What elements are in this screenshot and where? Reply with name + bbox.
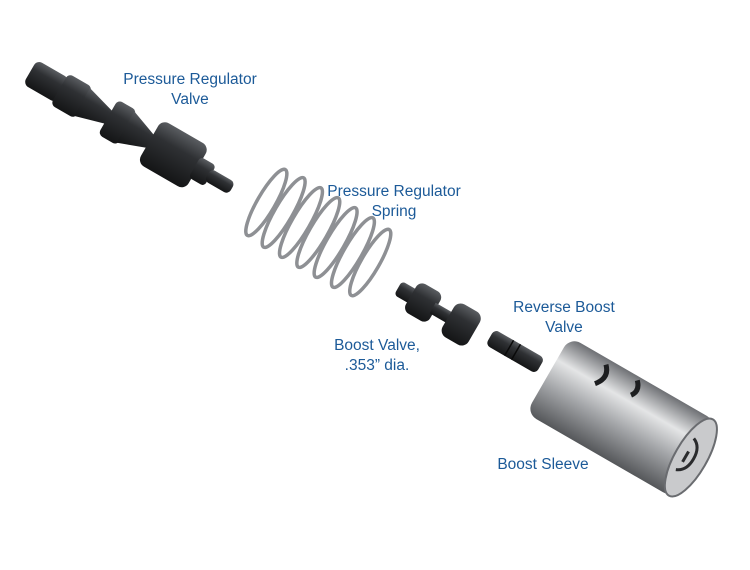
label-pressure-regulator-valve: Pressure Regulator Valve <box>123 70 257 110</box>
boost-valve <box>395 282 481 346</box>
label-line: Pressure Regulator <box>123 71 257 88</box>
label-line: Pressure Regulator <box>327 183 461 200</box>
label-boost-sleeve: Boost Sleeve <box>497 455 588 475</box>
label-line: .353” dia. <box>344 357 410 374</box>
boost-sleeve <box>530 341 718 498</box>
label-line: Boost Sleeve <box>497 456 589 473</box>
pressure-regulator-valve <box>25 62 234 193</box>
label-reverse-boost-valve: Reverse Boost Valve <box>513 298 615 338</box>
label-line: Valve <box>171 91 209 108</box>
label-boost-valve: Boost Valve, .353” dia. <box>334 336 420 376</box>
label-line: Reverse Boost <box>513 299 615 316</box>
pressure-regulator-spring <box>244 167 393 298</box>
label-line: Boost Valve, <box>334 337 420 354</box>
reverse-boost-valve <box>487 331 543 372</box>
label-line: Valve <box>545 319 583 336</box>
label-line: Spring <box>371 203 417 220</box>
label-pressure-regulator-spring: Pressure Regulator Spring <box>327 182 461 222</box>
